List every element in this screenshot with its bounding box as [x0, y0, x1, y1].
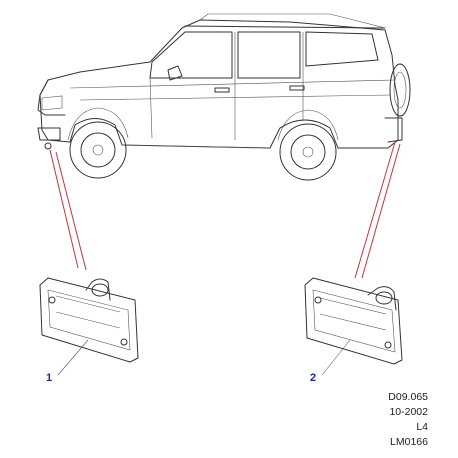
vehicle-illustration: [37, 13, 411, 181]
leader-lines: [49, 141, 401, 279]
callout-1-label: 1: [46, 372, 52, 384]
reference-date: 10-2002: [389, 406, 428, 418]
side-lamp-rear-drawing: [304, 277, 403, 376]
reference-image-id: LM0166: [390, 436, 428, 448]
callout-2-label: 2: [310, 372, 316, 384]
reference-level: L4: [416, 421, 428, 433]
side-lamp-front-drawing: [39, 277, 139, 376]
reference-code: D09.065: [388, 391, 428, 403]
